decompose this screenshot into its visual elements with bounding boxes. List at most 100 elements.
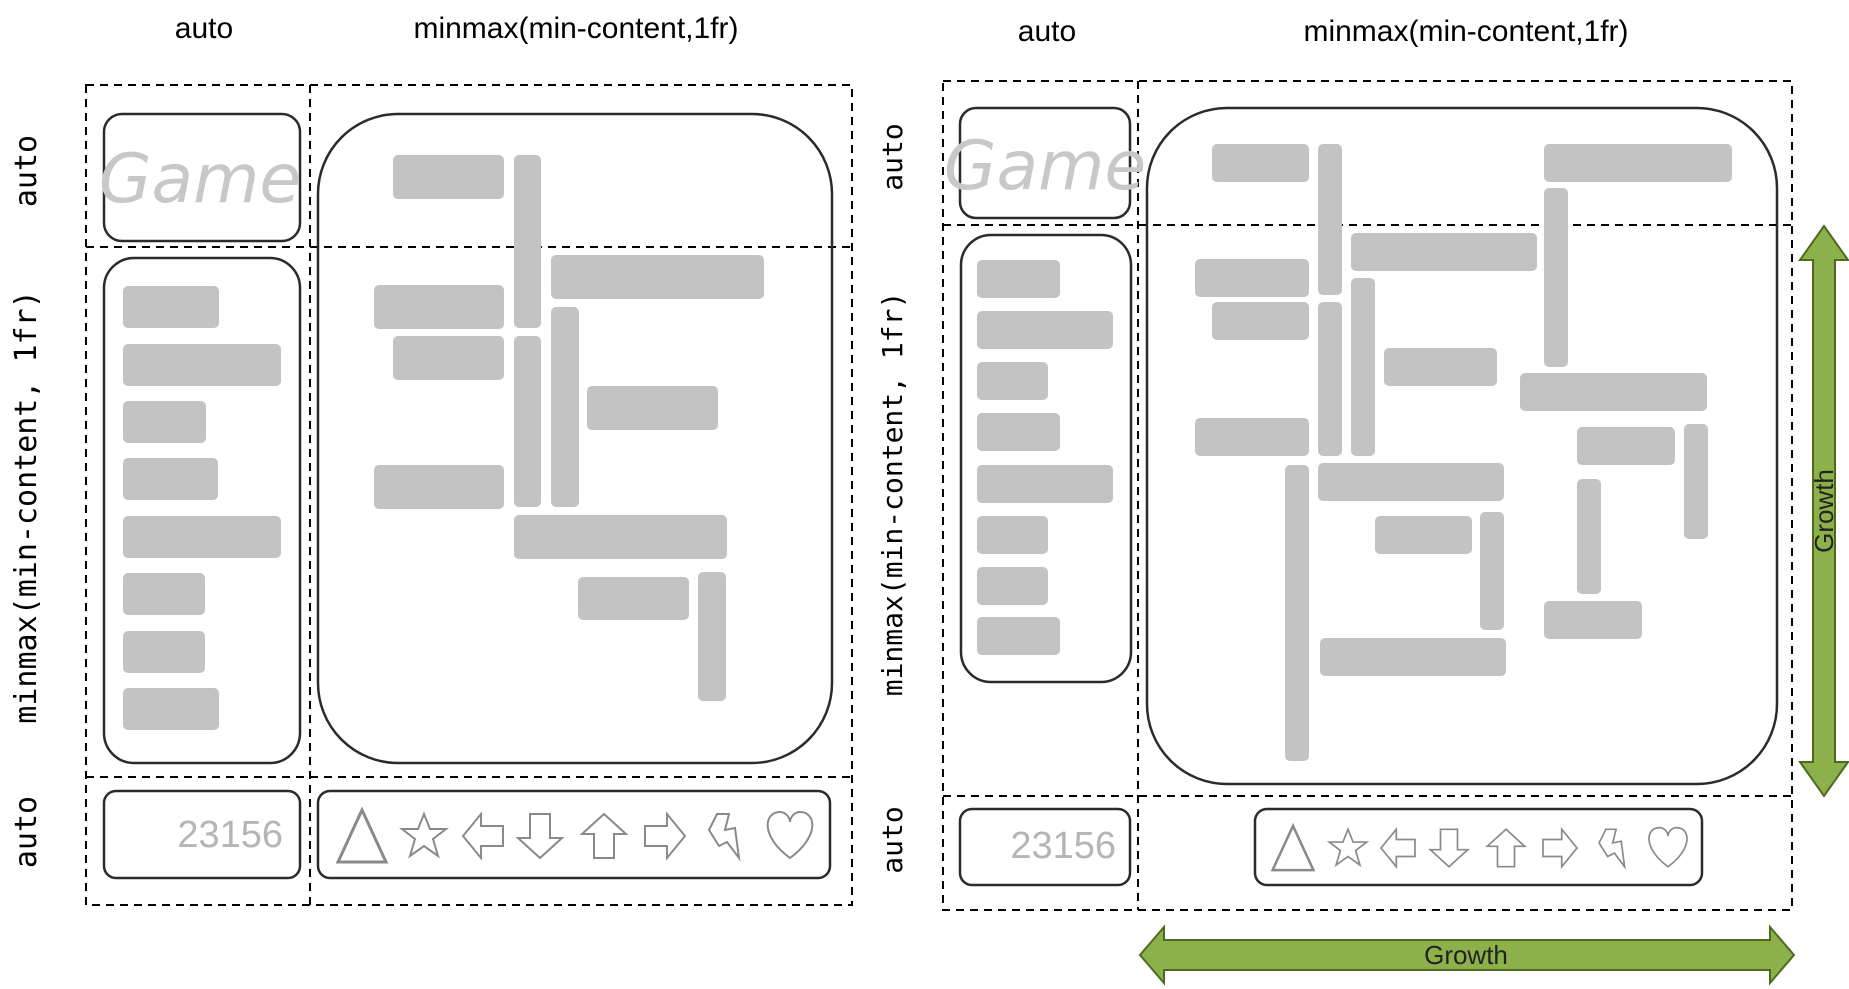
right-row-header-minmax: minmax(min-content, 1fr) [876, 292, 909, 697]
right-col-header-auto: auto [1018, 15, 1076, 48]
board-piece [1684, 424, 1708, 539]
left-title-text: Game [99, 140, 301, 219]
board-piece [1375, 516, 1472, 554]
vertical-growth-label: Growth [1809, 469, 1839, 553]
board-piece [1544, 601, 1642, 639]
left-row-header-minmax: minmax(min-content, 1fr) [9, 290, 44, 723]
right-score-text: 23156 [1010, 825, 1116, 867]
star-icon [401, 813, 447, 857]
board-piece [1212, 302, 1309, 340]
right-title-box [958, 106, 1132, 220]
board-piece [1318, 463, 1504, 501]
arrow-right-icon [644, 813, 686, 859]
board-piece [514, 155, 541, 328]
board-piece [1351, 278, 1375, 456]
right-board-pieces [1195, 144, 1732, 761]
right-diagram: auto minmax(min-content,1fr) auto minmax… [876, 15, 1849, 986]
board-piece [1195, 418, 1309, 456]
board-piece [514, 336, 541, 507]
left-board-pieces [374, 155, 764, 701]
horizontal-growth-label: Growth [1424, 940, 1508, 970]
right-grid-lines [942, 80, 1793, 911]
left-score-box [102, 789, 302, 880]
left-menu-items [123, 286, 281, 730]
vertical-growth-arrow [1798, 224, 1849, 798]
right-menu-item [977, 567, 1048, 605]
board-piece [514, 515, 727, 559]
right-menu-box [959, 233, 1133, 684]
board-piece [374, 465, 504, 509]
left-menu-item [123, 573, 205, 615]
left-controls-box [316, 789, 832, 880]
board-piece [1520, 373, 1707, 411]
right-row-header-auto-bottom: auto [876, 806, 909, 873]
right-board [1145, 106, 1779, 786]
left-row-header-auto-top: auto [9, 135, 44, 207]
arrow-up-icon [581, 813, 627, 859]
arrow-right-icon [1542, 828, 1578, 868]
left-col-header-auto: auto [175, 12, 233, 45]
left-board [316, 112, 834, 765]
board-piece [1544, 144, 1732, 182]
heart-icon [1648, 826, 1688, 868]
board-piece [1544, 188, 1568, 367]
board-piece [1351, 233, 1537, 271]
board-piece [393, 336, 504, 380]
board-piece [551, 307, 579, 507]
board-piece [587, 386, 718, 430]
board-piece [1285, 465, 1309, 761]
right-title-text: Game [944, 127, 1146, 206]
left-menu-item [123, 344, 281, 386]
arrow-left-icon [1380, 828, 1416, 868]
arrow-up-icon [1486, 828, 1526, 868]
left-grid-lines [85, 84, 853, 906]
board-piece [578, 577, 689, 620]
board-piece [1318, 302, 1342, 456]
right-row-header-auto-top: auto [876, 123, 909, 190]
board-piece [698, 572, 726, 701]
triangle-icon [336, 808, 388, 864]
board-piece [1480, 512, 1504, 630]
board-piece [374, 285, 504, 329]
star-icon [1328, 828, 1368, 866]
right-controls-box [1253, 807, 1704, 887]
right-col-header-minmax: minmax(min-content,1fr) [1303, 15, 1628, 48]
right-score-box [958, 807, 1132, 887]
left-menu-box [102, 256, 302, 765]
left-title-box [102, 112, 302, 243]
lightning-icon [1598, 828, 1626, 868]
left-menu-item [123, 631, 205, 673]
left-menu-item [123, 516, 281, 558]
left-col-header-minmax: minmax(min-content,1fr) [413, 12, 738, 45]
right-menu-item [977, 617, 1060, 655]
board-piece [1195, 259, 1309, 297]
board-piece [1577, 427, 1675, 465]
board-piece [1320, 638, 1506, 676]
left-diagram: auto minmax(min-content,1fr) auto minmax… [9, 12, 853, 906]
arrow-down-icon [517, 813, 563, 859]
left-row-header-auto-bottom: auto [9, 796, 44, 868]
right-menu-item [977, 465, 1113, 503]
left-menu-item [123, 401, 206, 443]
left-menu-item [123, 688, 219, 730]
board-piece [1577, 479, 1601, 594]
left-menu-item [123, 458, 218, 500]
board-piece [1212, 144, 1309, 182]
board-piece [551, 255, 764, 299]
right-menu-item [977, 413, 1060, 451]
left-score-text: 23156 [177, 814, 283, 856]
board-piece [1384, 348, 1497, 386]
left-menu-item [123, 286, 219, 328]
right-menu-item [977, 311, 1113, 349]
right-menu-item [977, 516, 1048, 554]
heart-icon [766, 811, 814, 859]
right-menu-item [977, 362, 1048, 400]
board-piece [1318, 144, 1342, 295]
triangle-icon [1271, 824, 1315, 872]
right-menu-item [977, 260, 1060, 298]
arrow-down-icon [1429, 828, 1469, 868]
board-piece [393, 155, 504, 199]
arrow-left-icon [462, 813, 504, 859]
horizontal-growth-arrow [1138, 924, 1796, 986]
